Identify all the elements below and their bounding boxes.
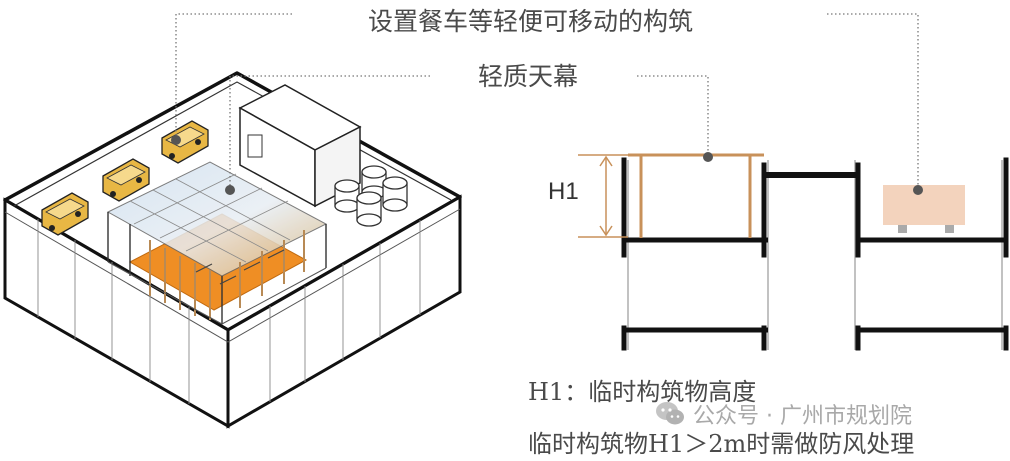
- building-right-wall: [226, 194, 462, 429]
- right-wall-panels: [269, 220, 421, 402]
- leader-lines-right: [637, 13, 919, 190]
- parapet-edge: [13, 81, 452, 207]
- food-van-1: [41, 192, 89, 236]
- watermark-text: 公众号 · 广州市规划院: [693, 404, 912, 429]
- canopy-annotation: 轻质天幕: [478, 62, 579, 91]
- food-cart-annotation: 设置餐车等轻便可移动的构筑: [368, 7, 694, 36]
- h1-dimension-label: H1: [548, 178, 579, 205]
- isometric-building: [3, 13, 462, 429]
- light-canopy: [106, 161, 328, 325]
- water-tanks: [334, 165, 408, 227]
- section-food-cart: [883, 185, 965, 233]
- wechat-icon: [656, 402, 684, 425]
- h1-definition: H1：临时构筑物高度: [528, 378, 757, 406]
- leader-lines-left: [175, 13, 430, 190]
- section-canopy: [628, 153, 764, 238]
- food-van-2: [102, 158, 150, 202]
- h1-dimension: [578, 154, 628, 238]
- section-diagram: [578, 13, 1009, 351]
- watermark: 公众号 · 广州市规划院: [655, 399, 912, 429]
- wind-protection-note: 临时构筑物H1＞2m时需做防风处理: [528, 430, 915, 458]
- left-wall-panels: [37, 219, 190, 404]
